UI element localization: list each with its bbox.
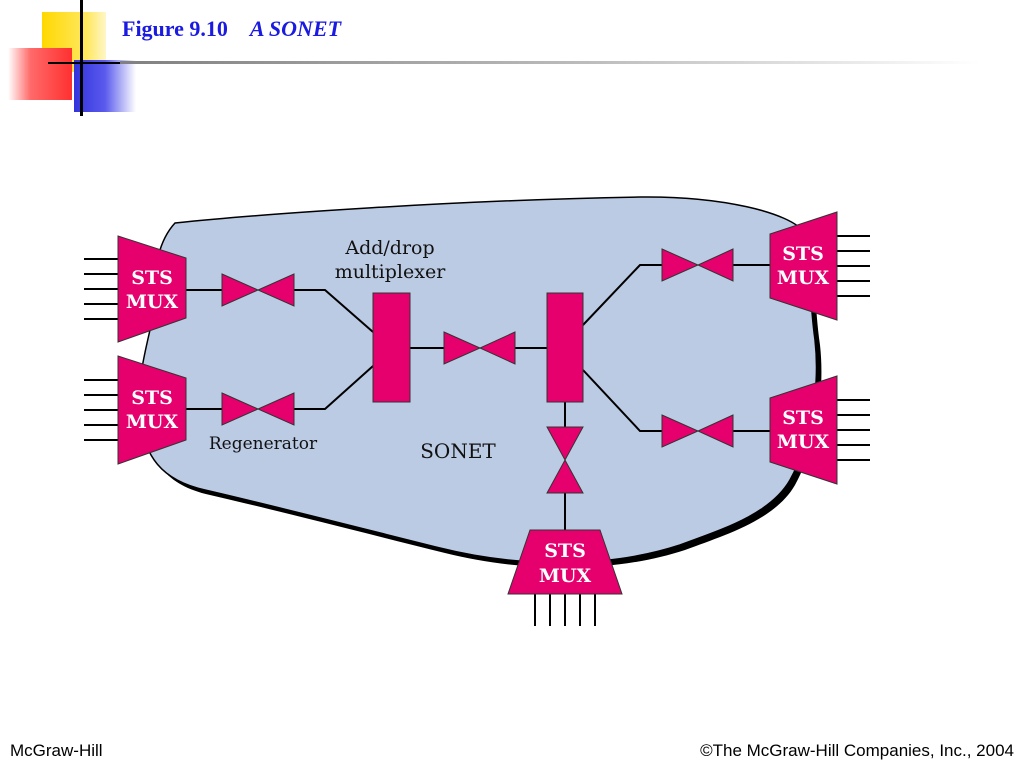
footer-publisher: McGraw-Hill xyxy=(10,741,103,760)
connection-lines xyxy=(186,264,770,530)
sonet-cloud xyxy=(138,196,818,564)
figure-number: Figure 9.10 xyxy=(122,16,228,41)
decor-red-square xyxy=(8,48,72,100)
mux-label-sts: STS xyxy=(782,243,824,265)
add-drop-label-line2: multiplexer xyxy=(335,261,446,283)
regenerator-center xyxy=(478,331,516,365)
tributary-lines xyxy=(84,235,870,626)
figure-title: A SONET xyxy=(249,16,342,41)
regenerator-label: Regenerator xyxy=(209,434,318,454)
add-drop-label-line1: Add/drop xyxy=(344,237,434,259)
mux-label-sts: STS xyxy=(782,407,824,429)
sts-mux-bottom: STS MUX xyxy=(507,529,623,595)
regenerator-vertical xyxy=(546,426,584,462)
mux-label-sts: STS xyxy=(131,267,173,289)
slide-title: Figure 9.10 A SONET xyxy=(122,16,341,42)
add-drop-multiplexer-left xyxy=(372,292,411,403)
sonet-label: SONET xyxy=(420,439,496,463)
footer-copyright: ©The McGraw-Hill Companies, Inc., 2004 xyxy=(700,741,1014,760)
mux-label-mux: MUX xyxy=(777,431,830,453)
regenerator-center xyxy=(443,331,482,365)
mux-label-mux: MUX xyxy=(777,267,830,289)
decor-vertical-line xyxy=(80,0,83,116)
sts-mux-right-top: STS MUX xyxy=(769,211,838,321)
title-underline xyxy=(120,61,980,64)
regenerator-vertical xyxy=(546,458,584,494)
regenerator-right-bottom xyxy=(696,414,734,448)
add-drop-multiplexer-right xyxy=(546,292,584,403)
sts-mux-right-bottom: STS MUX xyxy=(769,375,838,485)
regenerator-left-top xyxy=(256,273,295,307)
sts-mux-left-bottom: STS MUX xyxy=(117,355,187,465)
mux-label-mux: MUX xyxy=(126,411,179,433)
sts-mux-left-top: STS MUX xyxy=(117,235,187,343)
regenerator-left-bottom xyxy=(221,392,260,426)
mux-label-mux: MUX xyxy=(126,291,179,313)
mux-label-sts: STS xyxy=(544,540,586,562)
regenerator-right-top xyxy=(661,248,700,282)
decor-blue-square xyxy=(74,60,136,112)
regenerator-left-bottom xyxy=(256,392,295,426)
regenerator-right-bottom xyxy=(661,414,700,448)
mux-label-sts: STS xyxy=(131,387,173,409)
regenerator-right-top xyxy=(696,248,734,282)
mux-label-mux: MUX xyxy=(539,565,592,587)
decor-horizontal-line xyxy=(48,62,120,64)
regenerator-left-top xyxy=(221,273,260,307)
